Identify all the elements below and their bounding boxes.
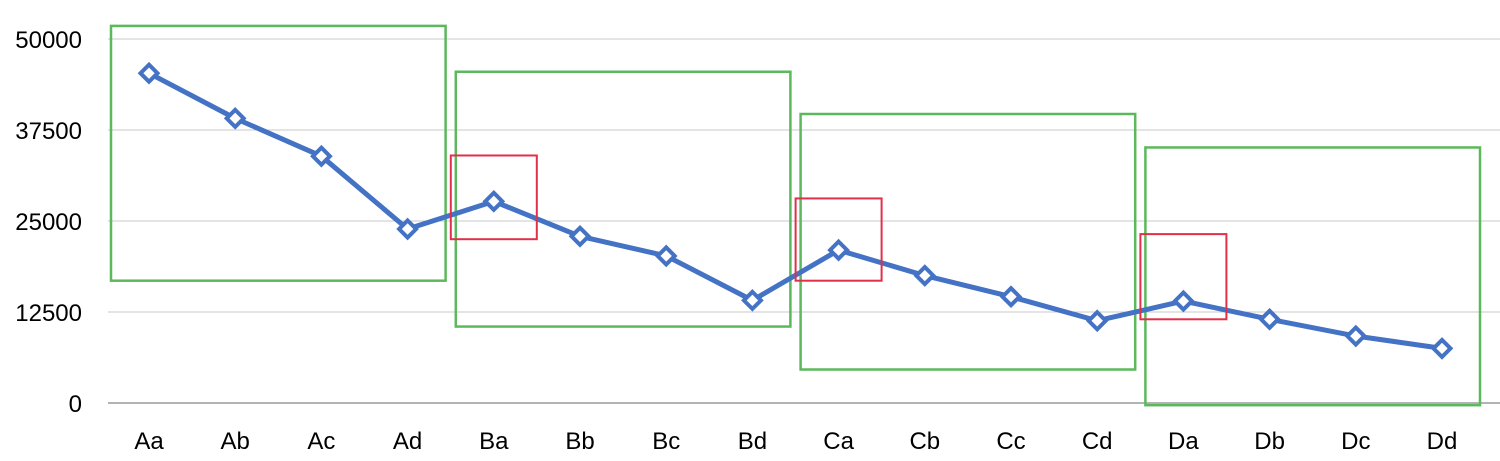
data-point-marker [396, 217, 419, 241]
x-tick-label: Ab [221, 428, 250, 455]
y-tick-label: 25000 [15, 209, 82, 236]
x-tick-label: Aa [134, 428, 164, 455]
group-highlight-box [1144, 146, 1482, 407]
x-tick-label: Ac [307, 428, 335, 455]
point-highlight-box [794, 197, 883, 282]
x-axis-tick-labels: Aa Ab Ac Ad Ba Bb Bc Bd Ca Cb Cc Cd Da Db Dc Dd [134, 428, 1457, 455]
y-tick-label: 50000 [15, 27, 82, 54]
data-point-marker [1085, 309, 1109, 333]
data-point-marker [310, 144, 333, 168]
group-highlight-box [109, 24, 447, 282]
x-tick-label: Cb [909, 428, 940, 455]
x-tick-label: Bb [565, 428, 594, 455]
data-point-marker [568, 224, 592, 248]
data-point-marker [137, 61, 161, 85]
x-tick-label: Dd [1427, 428, 1458, 455]
x-tick-label: Bd [738, 428, 767, 455]
x-tick-label: Ca [823, 428, 854, 455]
x-tick-label: Da [1168, 428, 1199, 455]
group-highlight-box [799, 112, 1137, 371]
y-tick-label: 37500 [15, 118, 82, 145]
y-tick-label: 12500 [15, 300, 82, 327]
data-point-marker [223, 107, 247, 130]
point-highlight-box [1139, 233, 1228, 321]
highlight-point-boxes [449, 154, 1228, 321]
y-tick-label: 0 [69, 391, 82, 418]
point-highlight-box [449, 154, 538, 241]
x-tick-label: Cc [996, 428, 1025, 455]
x-tick-label: Cd [1082, 428, 1113, 455]
x-tick-label: Ad [393, 428, 422, 455]
data-point-marker [1172, 289, 1195, 313]
data-point-marker [913, 264, 937, 287]
x-tick-label: Db [1254, 428, 1285, 455]
data-point-marker [827, 238, 850, 262]
highlight-group-boxes [109, 24, 1482, 407]
data-point-marker [1430, 337, 1454, 360]
data-point-marker [654, 244, 678, 268]
data-point-marker [741, 289, 764, 312]
x-tick-label: Dc [1341, 428, 1370, 455]
grid-layer [108, 38, 1500, 404]
y-axis-tick-labels: 0 12500 25000 37500 50000 [15, 27, 82, 418]
data-point-marker [999, 285, 1023, 309]
data-point-marker [1258, 307, 1281, 331]
data-point-marker [482, 190, 506, 213]
x-tick-label: Ba [479, 428, 509, 455]
data-point-marker [1344, 324, 1368, 348]
group-highlight-box [454, 70, 792, 328]
x-tick-label: Bc [652, 428, 680, 455]
